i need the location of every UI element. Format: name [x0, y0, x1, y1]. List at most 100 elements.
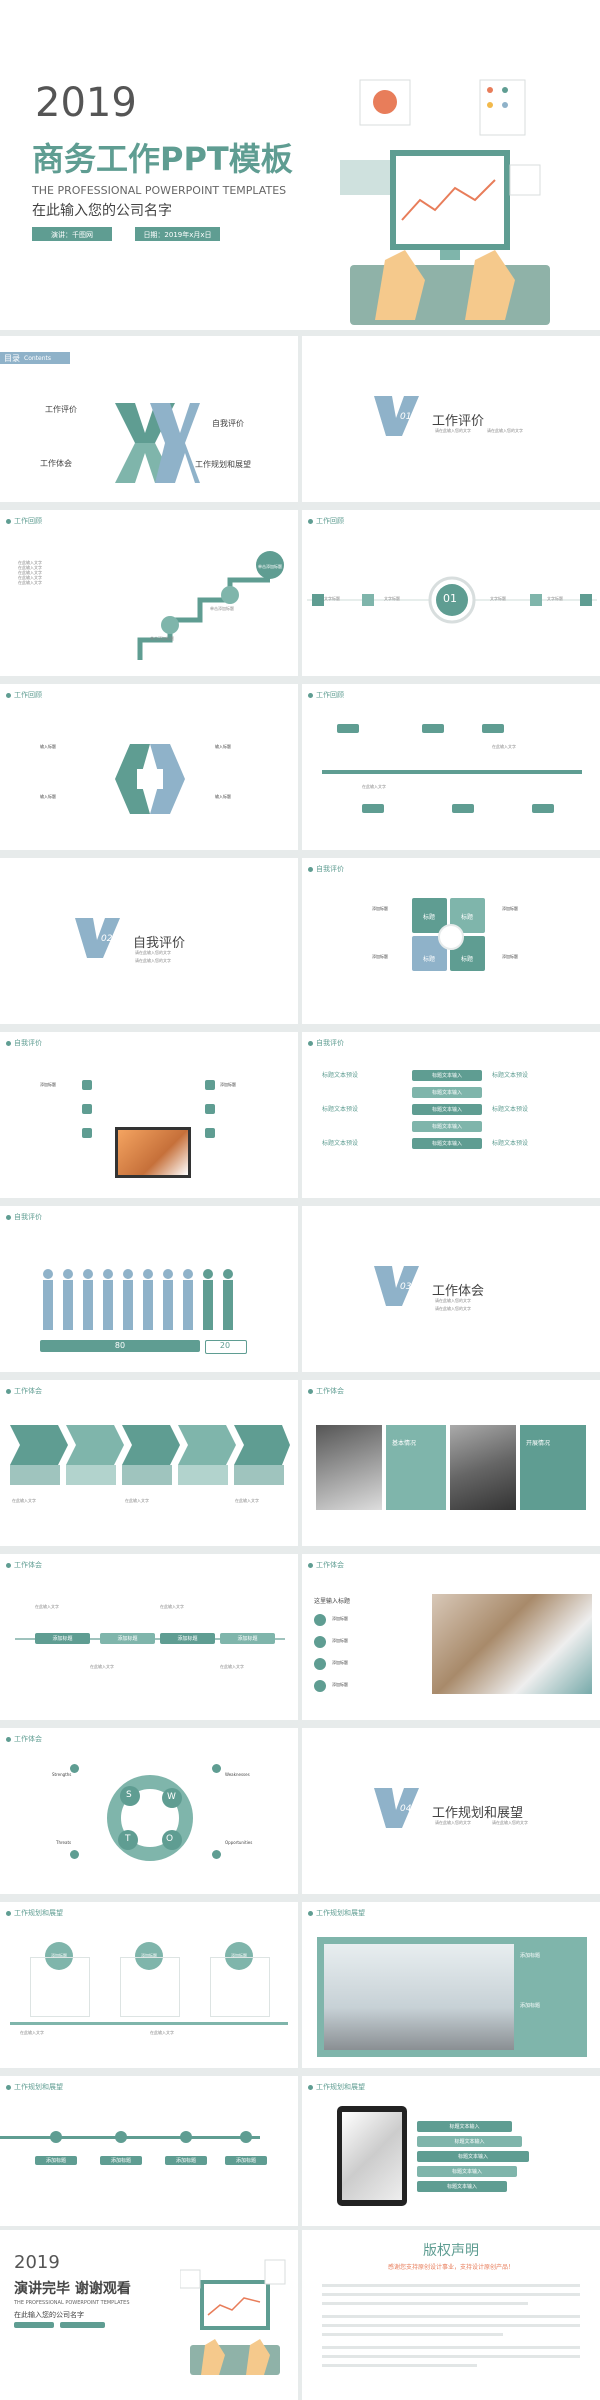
- staircase-path: [137, 551, 284, 660]
- timeline-bar: [322, 770, 582, 774]
- hex-title-3: 输入标题: [215, 744, 231, 749]
- tab-bar-3: [417, 2151, 529, 2162]
- quad-label-2: 标题: [460, 914, 473, 921]
- section-bullet-02a: 请在此输入您的文字: [135, 950, 171, 955]
- section-num-03: 03: [400, 1282, 412, 1292]
- section-title-04: 工作规划和展望: [432, 1806, 524, 1821]
- header-dot-icon: [6, 1214, 11, 1220]
- step-btn-text-3: 添加标题: [177, 1636, 198, 1642]
- toc-v-shapes: [115, 403, 200, 483]
- slide-header: 工作规划和展望: [316, 1909, 365, 1917]
- icon-item-2: 添加标题: [332, 1638, 348, 1643]
- list-heading-1: 标题文本预设: [322, 1072, 359, 1079]
- expand-title: 开展情况: [526, 1440, 551, 1447]
- toc-label-en: Contents: [24, 355, 51, 362]
- toc-item-4[interactable]: 工作规划和展望: [195, 460, 251, 469]
- tl-dot-2: [115, 2131, 127, 2143]
- list-bar-5: [412, 1138, 482, 1149]
- mon-icon-5: [205, 1104, 215, 1114]
- plan-timeline-line: [0, 2136, 260, 2139]
- photo-2: [450, 1425, 516, 1510]
- step-btn-4: [220, 1633, 275, 1644]
- section-v-03: [374, 1266, 419, 1306]
- toc-item-1[interactable]: 工作评价: [45, 405, 77, 414]
- swot-o: O: [166, 1834, 174, 1844]
- step-label-2: 单击添加标题: [210, 606, 234, 611]
- tl-dot-4: [240, 2131, 252, 2143]
- mon-icon-1: [82, 1080, 92, 1090]
- tab-bar-2: [417, 2136, 522, 2147]
- swot-icon-2: [212, 1764, 221, 1773]
- list-bar-text-5: 标题文本输入: [431, 1141, 462, 1147]
- mon-icon-4: [205, 1080, 215, 1090]
- tl-btn-text-2: 添加标题: [110, 2158, 131, 2164]
- header-dot-icon: [6, 1388, 11, 1394]
- section-02-slide: 02 自我评价 请在此输入您的文字 请在此输入您的文字: [0, 858, 298, 1024]
- copyright-subtitle: 感谢您支持原创设计事业，支持设计原创产品！: [387, 2264, 514, 2271]
- list-heading-3: 标题文本预设: [322, 1140, 359, 1147]
- swot-icon-1: [70, 1764, 79, 1773]
- self-eval-quad-slide: 自我评价 标题 标题 标题 标题 添加标题 添加标题 添加标题 添加标题: [302, 858, 600, 1024]
- mon-icon-2: [82, 1104, 92, 1114]
- header-dot-icon: [6, 1040, 11, 1046]
- slide-header: 工作体会: [14, 1735, 42, 1743]
- tl-btn-4: [225, 2156, 267, 2165]
- tab-bar-5: [417, 2181, 507, 2192]
- step-desc-4: 在此输入文字: [220, 1664, 244, 1669]
- arrow-text-2: 在此输入文字: [125, 1498, 149, 1503]
- list-bar-3: [412, 1104, 482, 1115]
- arrow-chevrons: [10, 1425, 290, 1485]
- toc-item-3[interactable]: 工作体会: [40, 459, 72, 468]
- list-heading-6: 标题文本预设: [492, 1140, 529, 1147]
- plan-circle-text-1: 添加标题: [51, 1953, 67, 1958]
- review-hex-slide: 工作回顾 输入标题 输入标题 输入标题 输入标题: [0, 684, 298, 850]
- hex-title-4: 输入标题: [215, 794, 231, 799]
- tl-dot-1: [50, 2131, 62, 2143]
- tl-dot-3: [180, 2131, 192, 2143]
- tl-btn-3: [165, 2156, 207, 2165]
- slide-header: 工作规划和展望: [14, 1909, 63, 1917]
- toc-tab: [0, 352, 70, 364]
- people-figures: [43, 1269, 233, 1330]
- slide-header: 工作体会: [14, 1387, 42, 1395]
- review-steps-slide: 工作回顾 在此输入文字 在此输入文字 在此输入文字 在此输入文字 在此输入文字 …: [0, 510, 298, 676]
- toc-slide: 目录 Contents 工作评价 自我评价 工作体会 工作规划和展望: [0, 336, 298, 502]
- tl-text-2: 在此输入文字: [492, 744, 516, 749]
- experience-photos-slide: 工作体会 基本情况 开展情况: [302, 1380, 600, 1546]
- tl-label-5: [532, 804, 554, 813]
- icon-item-1: 添加标题: [332, 1616, 348, 1621]
- toc-item-2[interactable]: 自我评价: [212, 419, 244, 428]
- slide-header: 工作回顾: [14, 517, 42, 525]
- list-bar-1: [412, 1070, 482, 1081]
- tl-label-2: [362, 804, 384, 813]
- step-label-1: 单击添加标题: [258, 564, 282, 569]
- tl-btn-text-4: 添加标题: [235, 2158, 256, 2164]
- tab-bar-text-2: 标题文本输入: [454, 2139, 485, 2145]
- ending-company: 在此输入您的公司名字: [14, 2311, 84, 2319]
- hex-diagram: [115, 744, 185, 814]
- step-btn-2: [100, 1633, 155, 1644]
- circle-center-number: 01: [443, 592, 457, 605]
- computer-illustration: [340, 79, 550, 325]
- tl-label-1: [337, 724, 359, 733]
- monitor-image: [115, 1127, 191, 1178]
- tl-btn-text-1: 添加标题: [45, 2158, 66, 2164]
- tab-bar-1: [417, 2121, 512, 2132]
- step-btn-text-4: 添加标题: [237, 1636, 258, 1642]
- swot-weaknesses: Weaknesses: [225, 1772, 250, 1777]
- hex-title-1: 输入标题: [40, 744, 56, 749]
- plan-circle-3: [225, 1942, 253, 1970]
- header-dot-icon: [308, 1562, 313, 1568]
- tl-label-3: [422, 724, 444, 733]
- quad-label-1: 标题: [422, 914, 435, 921]
- section-num-01: 01: [400, 412, 412, 422]
- swot-icon-3: [70, 1850, 79, 1859]
- presenter-badge: [32, 227, 112, 241]
- list-bar-4: [412, 1121, 482, 1132]
- step-btn-text-1: 添加标题: [52, 1636, 73, 1642]
- tab-bar-text-3: 标题文本输入: [457, 2154, 488, 2160]
- slide-header: 工作回顾: [14, 691, 42, 699]
- swot-w: W: [167, 1792, 176, 1802]
- quad-label-3: 标题: [422, 956, 435, 963]
- section-v-02: [75, 918, 120, 958]
